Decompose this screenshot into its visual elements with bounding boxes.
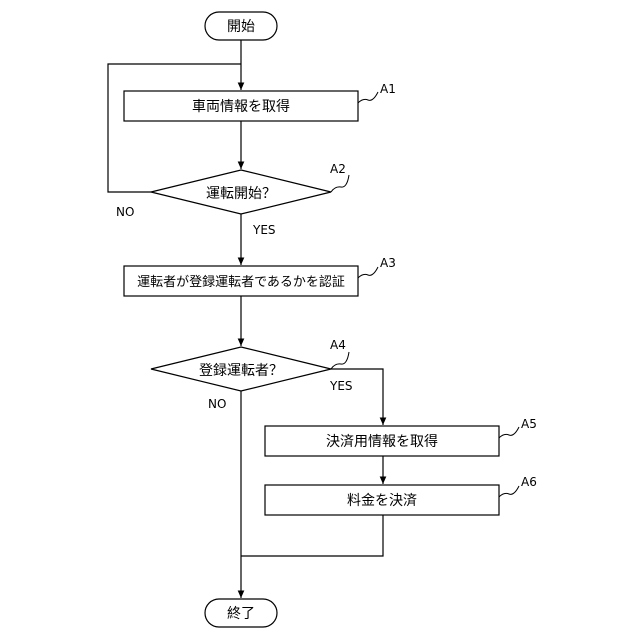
- step-a3-text: 運転者が登録運転者であるかを認証: [137, 274, 345, 290]
- start-label: 開始: [227, 19, 255, 35]
- step-a5-label: A5: [521, 417, 537, 431]
- step-a6-text: 料金を決済: [347, 493, 417, 509]
- step-a6-label: A6: [521, 475, 537, 489]
- branch-a2-no: NO: [116, 205, 134, 219]
- decision-a2-leader: [331, 175, 349, 192]
- connector-a6-merge: [241, 515, 383, 556]
- end-terminal: 終了: [205, 599, 277, 627]
- decision-a2-label: A2: [330, 162, 346, 176]
- step-a3-leader: [358, 267, 378, 278]
- branch-a4-no: NO: [208, 397, 226, 411]
- step-a5: 決済用情報を取得: [265, 426, 499, 456]
- step-a1-leader: [358, 92, 378, 103]
- decision-a2: 運転開始？: [151, 170, 331, 214]
- step-a3-label: A3: [380, 256, 396, 270]
- step-a1: 車両情報を取得: [124, 91, 358, 121]
- step-a1-text: 車両情報を取得: [192, 98, 290, 115]
- branch-a4-yes: YES: [329, 379, 353, 393]
- decision-a4-leader: [331, 352, 349, 369]
- decision-a4: 登録運転者？: [151, 347, 331, 391]
- loop-a2-no: [108, 64, 241, 192]
- step-a3: 運転者が登録運転者であるかを認証: [124, 266, 358, 296]
- step-a5-text: 決済用情報を取得: [326, 433, 438, 450]
- decision-a2-text: 運転開始？: [206, 186, 276, 202]
- connector-a4-a5: [331, 369, 383, 425]
- step-a5-leader: [499, 427, 519, 438]
- decision-a4-text: 登録運転者？: [199, 363, 283, 379]
- end-label: 終了: [227, 606, 255, 622]
- step-a6: 料金を決済: [265, 485, 499, 515]
- start-terminal: 開始: [205, 12, 277, 40]
- decision-a4-label: A4: [330, 338, 346, 352]
- step-a1-label: A1: [380, 82, 396, 96]
- step-a6-leader: [499, 486, 519, 497]
- branch-a2-yes: YES: [252, 223, 276, 237]
